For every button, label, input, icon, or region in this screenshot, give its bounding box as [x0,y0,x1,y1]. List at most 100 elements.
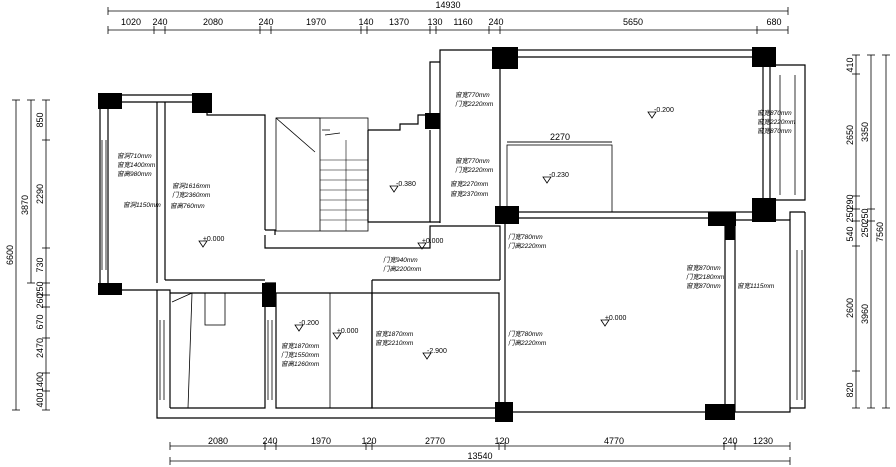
top-dim-1: 1020 [121,17,141,27]
level-marker: -0.200 [647,107,674,119]
svg-text:-0.380: -0.380 [396,181,416,188]
annotation-a6: 窗宽770mm 门宽2220mm [455,157,494,174]
svg-text:窗宽870mm: 窗宽870mm [757,127,792,135]
top-dim-7: 1370 [389,17,409,27]
svg-text:窗宽870mm: 窗宽870mm [686,264,721,272]
level-marker: ±0.000 [600,315,626,327]
svg-text:窗宽770mm: 窗宽770mm [455,157,490,165]
left-dim-2: 2290 [35,184,45,204]
level-marker: -0.230 [542,172,569,184]
level-marker: ±0.000 [332,328,358,340]
left-dim-1: 850 [35,112,45,127]
left-dim-7: 2470 [35,338,45,358]
top-dim-3: 2080 [203,17,223,27]
annotation-a12: 窗宽1870mm 门宽1550mm 窗高1260mm [281,342,320,368]
inner-dim-2270: 2270 [507,132,612,143]
svg-text:窗宽2370mm: 窗宽2370mm [450,190,489,198]
right-dim-2: 2650 [845,125,855,145]
top-dim-10: 240 [488,17,503,27]
svg-text:门宽2220mm: 门宽2220mm [455,166,494,174]
level-markers: -0.200 -0.230 -0.380 ±0.000 ±0.000 ±0.00… [198,107,674,360]
svg-text:窗宽2210mm: 窗宽2210mm [375,339,414,347]
svg-text:-0.230: -0.230 [549,172,569,179]
top-dim-11: 5650 [623,17,643,27]
columns [98,47,776,422]
bottom-dim-3: 1970 [311,436,331,446]
top-dim-4: 240 [258,17,273,27]
svg-text:-0.200: -0.200 [654,107,674,114]
bottom-dim-1: 2080 [208,436,228,446]
right-mid-dim-1: 3350 [860,122,870,142]
svg-text:窗宽2220mm: 窗宽2220mm [757,118,796,126]
svg-text:门高2220mm: 门高2220mm [508,242,547,250]
annotation-a16: 窗宽870mm 窗宽2220mm 窗宽870mm [757,109,796,135]
svg-text:窗宽870mm: 窗宽870mm [686,282,721,290]
svg-text:窗宽1870mm: 窗宽1870mm [281,342,320,350]
svg-text:窗洞710mm: 窗洞710mm [117,152,152,160]
svg-text:门宽1550mm: 门宽1550mm [281,351,320,359]
svg-text:窗宽1870mm: 窗宽1870mm [375,330,414,338]
annotation-a13: 门宽780mm 门高2220mm [508,330,547,347]
left-outer-dim: 6600 [5,245,15,265]
svg-text:门高2200mm: 门高2200mm [383,265,422,273]
right-extra-dim: 250 [860,222,870,237]
bottom-dimension-chain: 2080 240 1970 120 2770 120 4770 240 1230… [169,436,791,465]
svg-text:窗洞1616mm: 窗洞1616mm [172,182,211,190]
svg-text:窗宽2270mm: 窗宽2270mm [450,180,489,188]
annotation-a11: 窗宽1870mm 窗宽2210mm [375,330,414,347]
bottom-dim-2: 240 [262,436,277,446]
annotation-a7: 窗宽2270mm 窗宽2370mm [450,180,489,198]
level-marker: ±0.000 [198,236,224,248]
svg-text:窗宽870mm: 窗宽870mm [757,109,792,117]
top-dim-12: 680 [766,17,781,27]
top-dim-9: 1160 [453,17,472,27]
right-mid-dim-3: 3960 [860,304,870,324]
left-dim-9: 400 [35,392,45,407]
top-dim-8: 130 [427,17,442,27]
svg-text:±0.000: ±0.000 [203,236,224,243]
svg-text:门宽2220mm: 门宽2220mm [455,100,494,108]
annotation-a5: 窗宽770mm 门宽2220mm [455,91,494,108]
bottom-dim-5: 2770 [425,436,445,446]
svg-text:±0.000: ±0.000 [337,328,358,335]
svg-text:门宽2360mm: 门宽2360mm [172,191,211,199]
right-dim-4: 250 [845,207,855,222]
annotation-a3: 窗高760mm [170,202,205,210]
svg-text:-0.200: -0.200 [299,320,319,327]
left-dim-5: 260 [35,293,45,308]
top-dim-5: 1970 [306,17,326,27]
top-dim-6: 140 [358,17,373,27]
top-dimension-chain: 14930 1020 240 2080 240 1970 140 1370 13… [107,0,789,34]
annotation-a8: 门宽780mm 门高2220mm [508,233,547,250]
bottom-dim-4: 120 [361,436,376,446]
right-dimension-chains: 7560 3350 250 3960 410 2650 290 250 540 … [845,54,890,409]
svg-text:窗高980mm: 窗高980mm [117,170,152,178]
svg-text:窗宽770mm: 窗宽770mm [455,91,490,99]
level-marker: -0.200 [294,320,319,332]
level-marker: -2.900 [422,348,447,360]
svg-text:2270: 2270 [550,132,570,142]
right-dim-3: 290 [845,194,855,209]
svg-text:窗高1260mm: 窗高1260mm [281,360,320,368]
right-mid-dim-2: 250 [860,208,870,223]
right-dim-5: 540 [845,226,855,241]
svg-text:门宽2180mm: 门宽2180mm [686,273,725,281]
left-dim-3: 730 [35,257,45,272]
annotation-a1: 窗洞710mm 窗宽1400mm 窗高980mm [117,152,156,178]
annotations: 窗洞710mm 窗宽1400mm 窗高980mm 窗洞1150mm 窗高760m… [117,91,796,368]
top-dim-2: 240 [152,17,167,27]
right-dim-7: 820 [845,382,855,397]
left-mid-dim: 3870 [20,195,30,215]
bottom-dim-6: 120 [494,436,509,446]
left-dimension-chains: 6600 3870 850 2290 730 250 260 670 2470 … [5,99,50,411]
bottom-dim-7: 4770 [604,436,624,446]
svg-text:-2.900: -2.900 [427,348,447,355]
annotation-a2: 窗洞1150mm [123,201,161,209]
bottom-total-dim: 13540 [467,451,492,461]
right-dim-1: 410 [845,57,855,72]
level-marker: -0.380 [389,181,416,193]
svg-text:±0.000: ±0.000 [422,238,443,245]
svg-text:窗宽1400mm: 窗宽1400mm [117,161,156,169]
svg-text:门宽780mm: 门宽780mm [508,233,543,241]
